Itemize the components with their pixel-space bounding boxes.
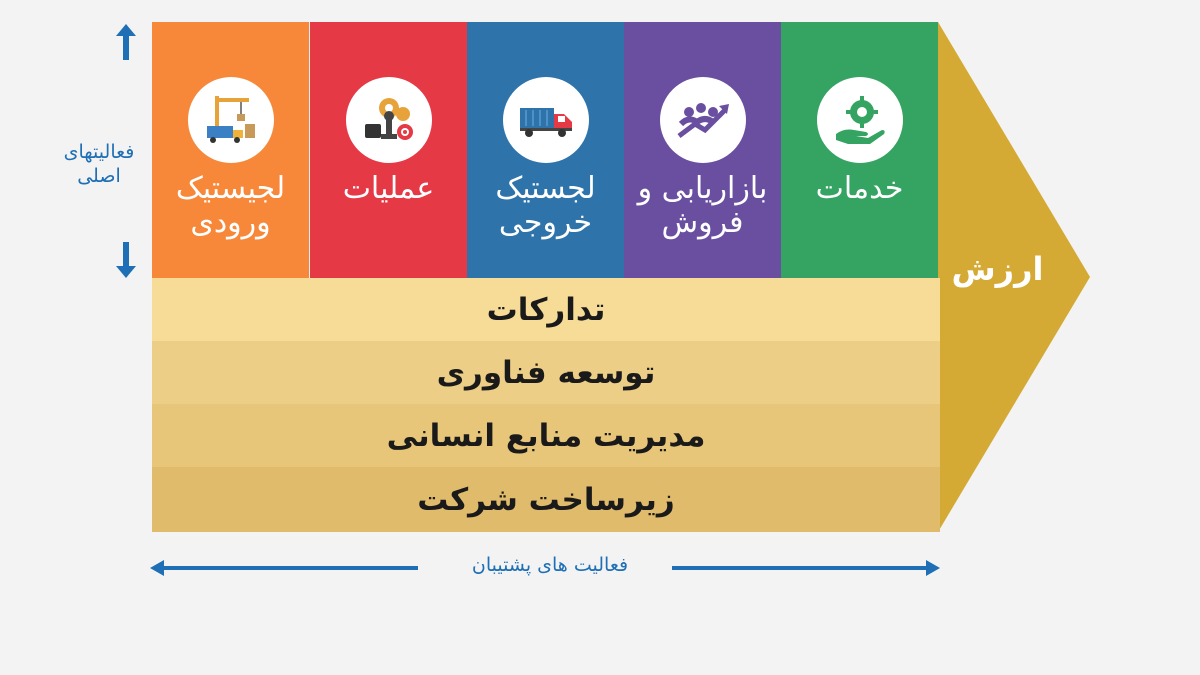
support-activity-human-resources: مدیریت منابع انسانی bbox=[152, 404, 940, 467]
gears-chess-icon bbox=[345, 77, 432, 163]
crane-truck-icon bbox=[187, 77, 274, 163]
hand-gear-icon bbox=[816, 77, 903, 163]
primary-activity-label: خدمات bbox=[815, 171, 904, 206]
support-activity-procurement: تدارکات bbox=[152, 278, 940, 341]
primary-activity-label: لجیستیک ورودی bbox=[175, 171, 286, 240]
right-arrow-icon bbox=[672, 560, 940, 576]
primary-activities-label: فعالیتهای اصلی bbox=[63, 141, 135, 187]
primary-activity-operations: عملیات bbox=[310, 22, 467, 278]
primary-activity-marketing-sales: بازاریابی و فروش bbox=[624, 22, 781, 278]
up-arrow-icon bbox=[116, 24, 136, 60]
value-arrow bbox=[938, 22, 1090, 532]
support-activity-firm-infrastructure: زیرساخت شرکت bbox=[152, 467, 940, 532]
truck-icon bbox=[502, 77, 589, 163]
support-activities-label: فعالیت های پشتیبان bbox=[471, 554, 629, 576]
support-activity-technology-development: توسعه فناوری bbox=[152, 341, 940, 404]
primary-activity-label: لجستیک خروجی bbox=[495, 171, 596, 240]
primary-activity-services: خدمات bbox=[781, 22, 938, 278]
down-arrow-icon bbox=[116, 242, 136, 278]
primary-activity-label: عملیات bbox=[342, 171, 435, 206]
primary-activity-inbound-logistics: لجیستیک ورودی bbox=[152, 22, 309, 278]
value-label: ارزش bbox=[951, 250, 1044, 288]
left-arrow-icon bbox=[150, 560, 418, 576]
primary-activity-label: بازاریابی و فروش bbox=[637, 171, 768, 240]
primary-activity-outbound-logistics: لجستیک خروجی bbox=[467, 22, 624, 278]
growth-people-icon bbox=[659, 77, 746, 163]
